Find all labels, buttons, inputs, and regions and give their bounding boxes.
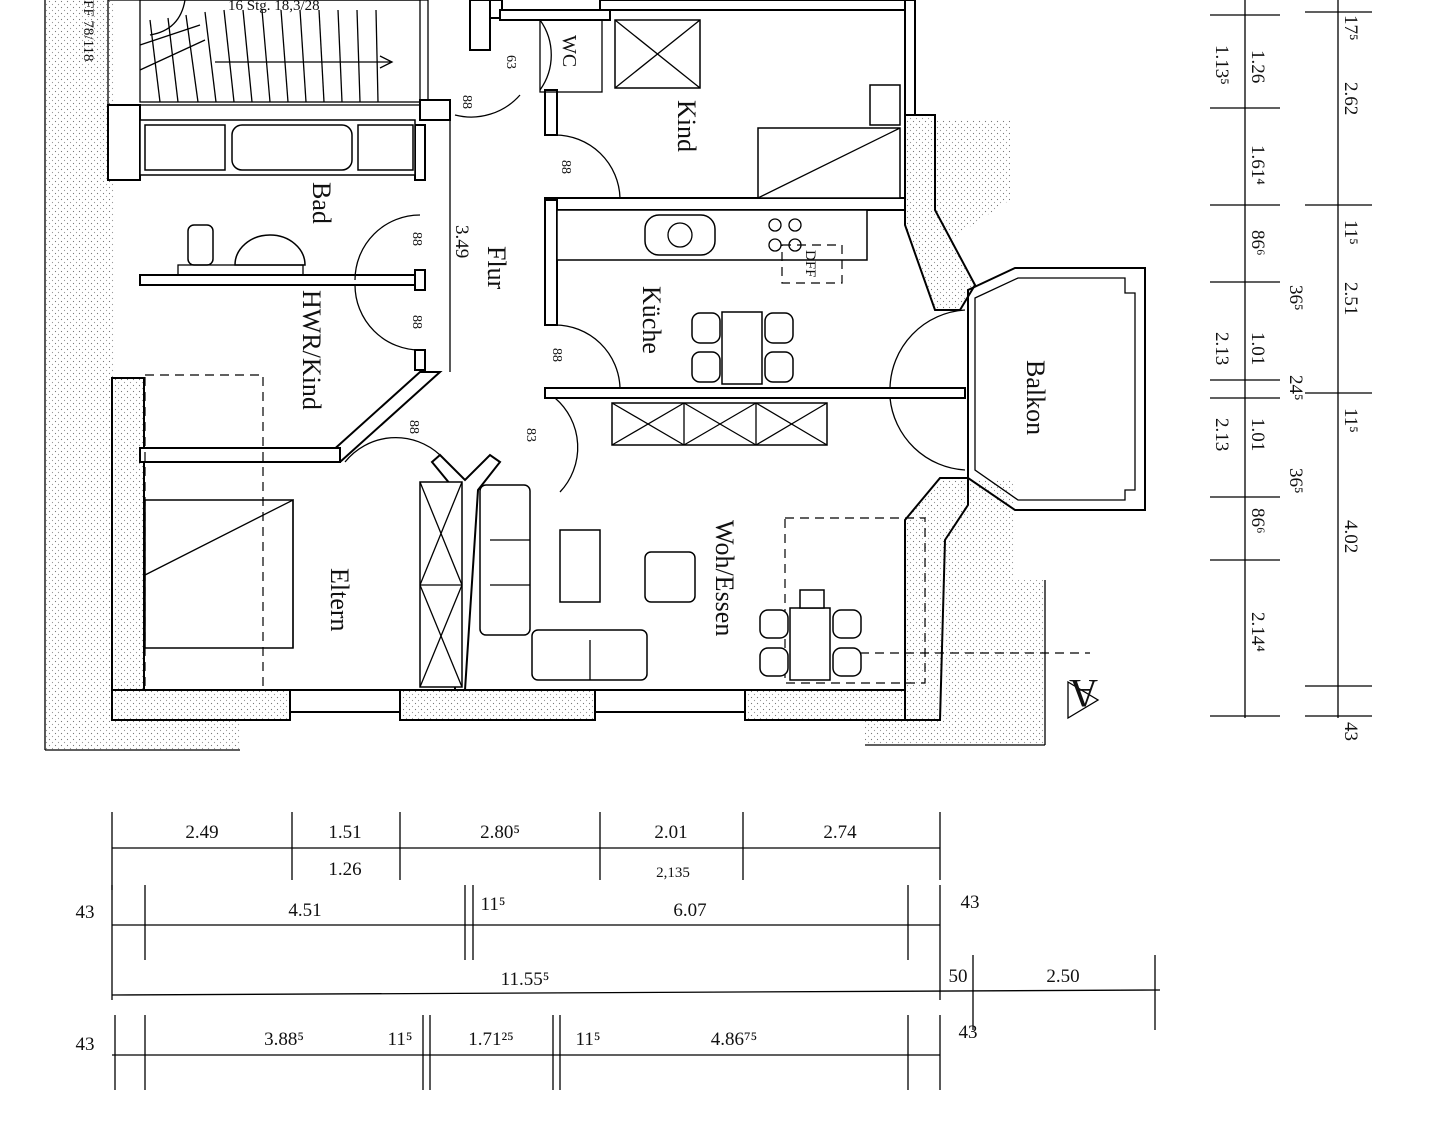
- right-dim-c2-5: 86⁶: [1247, 508, 1268, 534]
- room-label-hwr-kind: HWR/Kind: [297, 290, 326, 410]
- right-dim-c2-2: 86⁶: [1247, 230, 1268, 256]
- bottom-dim-r3-1: 50: [949, 966, 968, 987]
- bottom-dim-r2-3: 6.07: [673, 900, 706, 921]
- bottom-dim-r1-2: 2.80⁵: [480, 822, 520, 843]
- room-label-kueche: Küche: [637, 286, 666, 354]
- right-dim-c3-0: 36⁵: [1285, 285, 1306, 311]
- room-label-eltern: Eltern: [325, 568, 354, 632]
- bottom-dim-r4-4: 11⁵: [576, 1029, 601, 1050]
- right-dim-c2-1: 1.61⁴: [1247, 145, 1268, 185]
- walls: [107, 0, 977, 721]
- stair-note: 16 Stg. 18,3/28: [228, 0, 320, 14]
- right-dim-c2-0: 1.26: [1247, 50, 1268, 83]
- bottom-dim-r3-2: 2.50: [1046, 966, 1079, 987]
- room-label-woh-essen: Woh/Essen: [710, 520, 739, 636]
- eltern-furniture: [144, 374, 463, 691]
- bottom-dim-r2-4: 43: [961, 892, 980, 913]
- balcony: [967, 267, 1146, 511]
- right-dim-c4-3: 2.51: [1340, 282, 1361, 315]
- living-furniture: [479, 484, 1090, 684]
- door-width-kind: 88: [558, 160, 573, 174]
- right-dim-c4-0: 17⁵: [1340, 15, 1361, 41]
- right-dim-c1-2: 2.13: [1211, 418, 1232, 451]
- right-dim-c4-5: 4.02: [1340, 520, 1361, 553]
- bottom-dim-r1-4: 2.74: [823, 822, 857, 843]
- right-dim-c4-1: 2.62: [1340, 82, 1361, 115]
- bottom-dim-r1-1: 1.51: [328, 822, 361, 843]
- right-dim-c4-4: 11⁵: [1340, 408, 1361, 433]
- door-width-flur-top: 88: [459, 95, 474, 109]
- bottom-dim-r2-0: 43: [76, 902, 95, 923]
- section-marker: A: [1067, 671, 1100, 720]
- bottom-dim-r1b-0: 1.26: [328, 859, 361, 880]
- right-dimension-chains: 1.13⁵ 2.13 2.13 1.26 1.61⁴ 86⁶ 1.01 1.01…: [1210, 0, 1372, 741]
- room-label-flur: Flur: [482, 246, 511, 290]
- bottom-dim-r1-0: 2.49: [185, 822, 218, 843]
- right-dim-c3-1: 24⁵: [1285, 375, 1306, 401]
- staircase: 16 Stg. 18,3/28 FF 78/118: [80, 0, 429, 106]
- dff-label: DFF: [802, 250, 818, 278]
- bottom-dim-r4-3: 1.71²⁵: [468, 1029, 514, 1050]
- door-width-bad: 88: [409, 232, 424, 246]
- right-dim-c2-3: 1.01: [1247, 332, 1268, 365]
- bottom-dim-r3-0: 11.55⁵: [501, 969, 550, 990]
- door-width-hwr: 88: [409, 315, 424, 329]
- room-label-balkon: Balkon: [1021, 360, 1050, 435]
- bottom-dim-r2-1: 4.51: [288, 900, 321, 921]
- room-label-wc: WC: [558, 35, 580, 67]
- right-dim-c1-1: 2.13: [1211, 332, 1232, 365]
- right-dim-c2-4: 1.01: [1247, 418, 1268, 451]
- door-width-kueche: 88: [549, 348, 564, 362]
- bottom-dim-r1-3: 2.01: [654, 822, 687, 843]
- right-dim-c3-2: 36⁵: [1285, 468, 1306, 494]
- bottom-dim-r1b-1: 2,135: [656, 865, 690, 881]
- bottom-dim-r4-1: 3.88⁵: [264, 1029, 304, 1050]
- section-marker-label: A: [1069, 671, 1098, 716]
- right-dim-c1-0: 1.13⁵: [1211, 45, 1232, 85]
- bottom-dimension-chains: 2.49 1.51 2.80⁵ 2.01 2.74 1.26 2,135 43 …: [76, 812, 1161, 1090]
- flur-length: 3.49: [451, 225, 472, 258]
- stair-side-note: FF 78/118: [80, 0, 96, 62]
- room-labels: Bad HWR/Kind Flur Küche Kind WC Balkon E…: [297, 35, 1050, 636]
- right-dim-c4-2: 11⁵: [1340, 220, 1361, 245]
- bathroom-fixtures: [139, 119, 416, 276]
- bottom-dim-r4-0: 43: [76, 1034, 95, 1055]
- right-dim-c4-6: 43: [1340, 722, 1361, 741]
- bottom-dim-r4-6: 43: [959, 1022, 978, 1043]
- bottom-dim-r4-5: 4.86⁷⁵: [711, 1029, 758, 1050]
- door-width-wc: 63: [503, 55, 518, 69]
- door-swings: [344, 19, 966, 493]
- kitchen-fixtures: DFF: [556, 209, 868, 446]
- kind-furniture: [614, 19, 901, 199]
- door-width-wohn: 83: [523, 428, 538, 442]
- room-label-bad: Bad: [307, 182, 336, 224]
- bottom-dim-r2-2: 11⁵: [481, 894, 506, 915]
- right-dim-c2-6: 2.14⁴: [1247, 612, 1268, 652]
- bottom-dim-r4-2: 11⁵: [388, 1029, 413, 1050]
- door-width-labels: 3.49 63 88 88 88 88 88 88 83: [406, 55, 573, 442]
- room-label-kind: Kind: [672, 100, 701, 152]
- door-width-eltern: 88: [406, 420, 421, 434]
